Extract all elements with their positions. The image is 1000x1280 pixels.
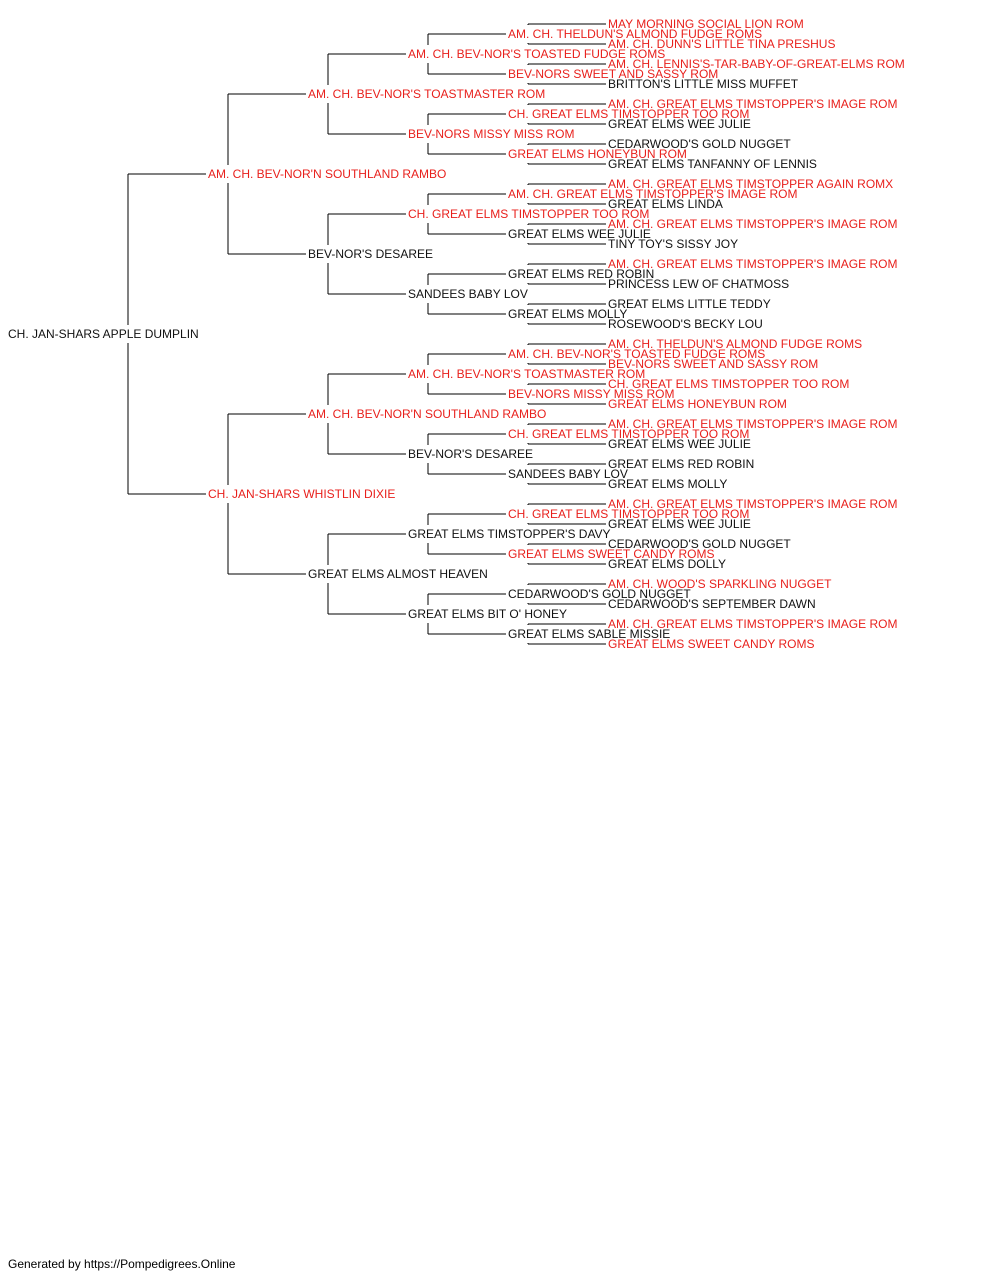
ancestor-name: BRITTON'S LITTLE MISS MUFFET <box>608 77 799 91</box>
ancestor-name: CH. GREAT ELMS TIMSTOPPER TOO ROM <box>608 377 849 391</box>
ancestor-name: GREAT ELMS RED ROBIN <box>608 457 754 471</box>
ancestor-name: AM. CH. GREAT ELMS TIMSTOPPER'S IMAGE RO… <box>608 97 897 111</box>
ancestor-name: AM. CH. BEV-NOR'S TOASTMASTER ROM <box>308 87 545 101</box>
ancestor-name: AM. CH. BEV-NOR'N SOUTHLAND RAMBO <box>308 407 546 421</box>
ancestor-name: AM. CH. BEV-NOR'S TOASTED FUDGE ROMS <box>408 47 665 61</box>
ancestor-name: AM. CH. GREAT ELMS TIMSTOPPER'S IMAGE RO… <box>608 257 897 271</box>
ancestor-name: GREAT ELMS HONEYBUN ROM <box>508 147 687 161</box>
ancestor-name: GREAT ELMS RED ROBIN <box>508 267 654 281</box>
ancestor-name: AM. CH. GREAT ELMS TIMSTOPPER'S IMAGE RO… <box>608 417 897 431</box>
ancestor-name: BEV-NORS MISSY MISS ROM <box>408 127 574 141</box>
ancestor-name: MAY MORNING SOCIAL LION ROM <box>608 17 804 31</box>
ancestor-name: AM. CH. LENNIS'S-TAR-BABY-OF-GREAT-ELMS … <box>608 57 905 71</box>
ancestor-name: GREAT ELMS TIMSTOPPER'S DAVY <box>408 527 611 541</box>
ancestor-name: ROSEWOOD'S BECKY LOU <box>608 317 763 331</box>
ancestor-name: AM. CH. THELDUN'S ALMOND FUDGE ROMS <box>508 27 762 41</box>
ancestor-name: AM. CH. GREAT ELMS TIMSTOPPER'S IMAGE RO… <box>608 217 897 231</box>
ancestor-name: GREAT ELMS LITTLE TEDDY <box>608 297 771 311</box>
ancestor-name: AM. CH. GREAT ELMS TIMSTOPPER'S IMAGE RO… <box>608 617 897 631</box>
ancestor-name: GREAT ELMS WEE JULIE <box>608 117 751 131</box>
ancestor-name: CEDARWOOD'S GOLD NUGGET <box>608 137 791 151</box>
ancestor-name: AM. CH. BEV-NOR'S TOASTMASTER ROM <box>408 367 645 381</box>
ancestor-name: GREAT ELMS MOLLY <box>508 307 627 321</box>
ancestor-name: GREAT ELMS WEE JULIE <box>608 517 751 531</box>
ancestor-name: GREAT ELMS MOLLY <box>608 477 727 491</box>
ancestor-name: CH. GREAT ELMS TIMSTOPPER TOO ROM <box>508 427 749 441</box>
ancestor-name: AM. CH. BEV-NOR'N SOUTHLAND RAMBO <box>208 167 446 181</box>
ancestor-name: GREAT ELMS HONEYBUN ROM <box>608 397 787 411</box>
ancestor-name: PRINCESS LEW OF CHATMOSS <box>608 277 789 291</box>
ancestor-name: CH. JAN-SHARS WHISTLIN DIXIE <box>208 487 395 501</box>
ancestor-name: GREAT ELMS SWEET CANDY ROMS <box>508 547 714 561</box>
ancestor-name: CH. GREAT ELMS TIMSTOPPER TOO ROM <box>508 107 749 121</box>
ancestor-name: AM. CH. THELDUN'S ALMOND FUDGE ROMS <box>608 337 862 351</box>
footer-credit: Generated by https://Pompedigrees.Online <box>8 1257 236 1271</box>
ancestor-name: AM. CH. BEV-NOR'S TOASTED FUDGE ROMS <box>508 347 765 361</box>
ancestor-name: GREAT ELMS ALMOST HEAVEN <box>308 567 488 581</box>
ancestor-name: GREAT ELMS DOLLY <box>608 557 726 571</box>
ancestor-name: CEDARWOOD'S GOLD NUGGET <box>508 587 691 601</box>
ancestor-name: TINY TOY'S SISSY JOY <box>608 237 738 251</box>
ancestor-name: CH. GREAT ELMS TIMSTOPPER TOO ROM <box>508 507 749 521</box>
ancestor-name: GREAT ELMS SWEET CANDY ROMS <box>608 637 814 651</box>
ancestor-name: AM. CH. GREAT ELMS TIMSTOPPER'S IMAGE RO… <box>508 187 797 201</box>
ancestor-name: BEV-NOR'S DESAREE <box>308 247 433 261</box>
ancestor-name: BEV-NORS SWEET AND SASSY ROM <box>608 357 818 371</box>
ancestor-name: BEV-NOR'S DESAREE <box>408 447 533 461</box>
ancestor-name: BEV-NORS MISSY MISS ROM <box>508 387 674 401</box>
ancestor-name: SANDEES BABY LOV <box>408 287 528 301</box>
ancestor-name: BEV-NORS SWEET AND SASSY ROM <box>508 67 718 81</box>
ancestor-name: SANDEES BABY LOV <box>508 467 628 481</box>
ancestor-name: AM. CH. GREAT ELMS TIMSTOPPER AGAIN ROMX <box>608 177 893 191</box>
ancestor-name: GREAT ELMS SABLE MISSIE <box>508 627 670 641</box>
ancestor-name: AM. CH. DUNN'S LITTLE TINA PRESHUS <box>608 37 835 51</box>
ancestor-name: CH. GREAT ELMS TIMSTOPPER TOO ROM <box>408 207 649 221</box>
ancestor-name: CEDARWOOD'S SEPTEMBER DAWN <box>608 597 816 611</box>
ancestor-name: AM. CH. GREAT ELMS TIMSTOPPER'S IMAGE RO… <box>608 497 897 511</box>
ancestor-name: GREAT ELMS WEE JULIE <box>508 227 651 241</box>
ancestor-name: GREAT ELMS BIT O' HONEY <box>408 607 567 621</box>
ancestor-name: GREAT ELMS TANFANNY OF LENNIS <box>608 157 817 171</box>
ancestor-name: CEDARWOOD'S GOLD NUGGET <box>608 537 791 551</box>
ancestor-name: GREAT ELMS LINDA <box>608 197 723 211</box>
subject-dog-name: CH. JAN-SHARS APPLE DUMPLIN <box>8 327 199 341</box>
ancestor-name: GREAT ELMS WEE JULIE <box>608 437 751 451</box>
ancestor-name: AM. CH. WOOD'S SPARKLING NUGGET <box>608 577 832 591</box>
